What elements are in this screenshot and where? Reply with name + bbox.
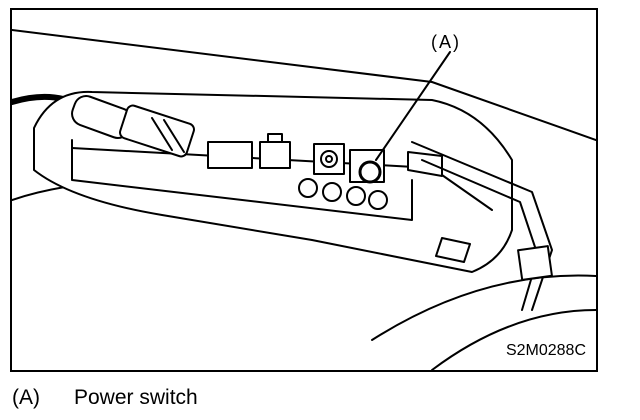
device-illustration bbox=[12, 29, 596, 370]
round-jack-3 bbox=[346, 186, 366, 206]
port-modular bbox=[259, 133, 291, 169]
round-jack-2 bbox=[322, 182, 342, 202]
diagram-frame: (A) S2M0288C bbox=[10, 8, 598, 372]
cabinet-top-edge bbox=[12, 29, 596, 141]
port-serial bbox=[207, 141, 253, 169]
strap-clip bbox=[517, 245, 553, 281]
strap bbox=[411, 141, 553, 311]
legend-key: (A) bbox=[12, 386, 40, 409]
legend-item: (A) Power switch bbox=[12, 386, 198, 410]
unit-front-face bbox=[71, 139, 413, 221]
port-dc-jack bbox=[313, 143, 345, 175]
strap-2 bbox=[421, 159, 539, 311]
round-jack-4 bbox=[368, 190, 388, 210]
floor-curve bbox=[371, 274, 596, 341]
callout-leader bbox=[375, 51, 451, 161]
figure-code: S2M0288C bbox=[505, 342, 586, 359]
floor-curve-2 bbox=[431, 309, 596, 370]
base-tab bbox=[435, 237, 471, 263]
plug-connector bbox=[71, 95, 195, 158]
round-jack-1 bbox=[298, 178, 318, 198]
callout-label-a: (A) bbox=[431, 32, 461, 52]
side-slot bbox=[407, 151, 443, 177]
legend-label: Power switch bbox=[74, 386, 198, 409]
